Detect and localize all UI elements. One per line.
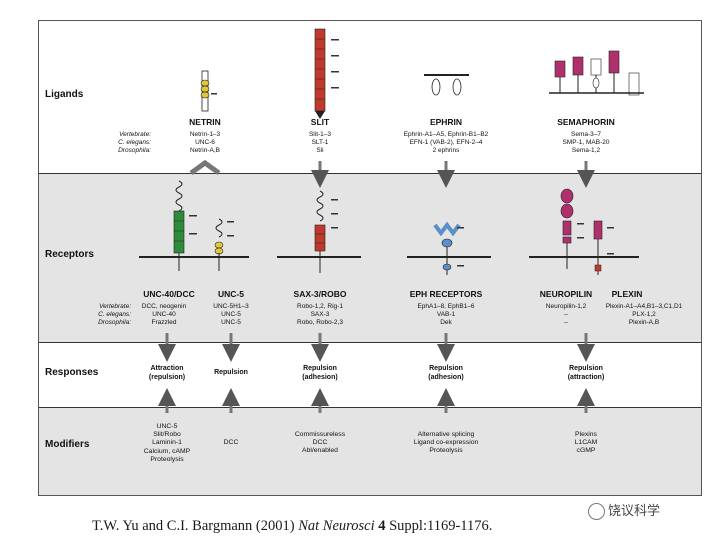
ligand-names-slit: Slit-1–3 SLT-1 Sli [308, 131, 332, 154]
neuropilin-receptor [560, 188, 584, 269]
diagram-frame: Ligands Receptors Responses Modifiers [38, 20, 702, 496]
citation: T.W. Yu and C.I. Bargmann (2001) Nat Neu… [92, 518, 492, 535]
receptor-response-arrows [158, 333, 595, 362]
receptor-names-unc40: DCC, neogenin UNC-40 Frazzled [141, 303, 187, 326]
ligand-title-ephrin: EPHRIN [429, 117, 463, 127]
watermark-text: 饶议科学 [608, 503, 661, 518]
receptor-names-plexin: Plexin-A1–A4,B1–3,C1,D1 PLX-1,2 Plexin-A… [605, 303, 683, 326]
species-vertebrate: Vertebrate: [119, 131, 151, 138]
unc40-receptor [173, 180, 197, 271]
receptor-title-unc40: UNC-40/DCC [143, 289, 195, 299]
ligand-names-netrin: Netrin-1–3 UNC-6 Netrin-A,B [189, 131, 221, 154]
wechat-icon [588, 503, 605, 521]
response-eph: Repulsion (adhesion) [428, 365, 464, 381]
netrin-molecule [200, 70, 217, 112]
modifier-response-arrows [158, 388, 595, 413]
citation-volume: 4 [374, 518, 386, 534]
modifiers-robo: Commissureless DCC Abl/enabled [294, 431, 346, 455]
eph-receptor [433, 221, 464, 275]
species-drosophila: Drosophila: [118, 147, 151, 154]
receptor-names-neuropilin: Neuropilin-1,2 – – [545, 303, 587, 326]
ligand-names-ephrin: Ephrin-A1–A5, Ephrin-B1–B2 EFN-1 (VAB-2)… [403, 131, 489, 154]
receptor-title-neuropilin: NEUROPILIN [539, 289, 593, 299]
modifiers-unc5: DCC [223, 439, 239, 446]
species-labels-ligands: Vertebrate: C. elegans: Drosophila: [79, 131, 151, 155]
modifiers-eph: Alternative splicing Ligand co-expressio… [413, 431, 479, 455]
citation-pages: Suppl:1169-1176. [385, 518, 493, 534]
ligand-title-slit: SLIT [310, 117, 330, 127]
receptor-title-plexin: PLEXIN [611, 289, 643, 299]
receptor-names-robo: Robo-1,2, Rig-1 SAX-3 Robo, Robo-2,3 [297, 303, 343, 326]
response-robo: Repulsion (adhesion) [302, 365, 338, 381]
ligand-title-semaphorin: SEMAPHORIN [557, 117, 615, 127]
response-netrin-dcc: Attraction (repulsion) [148, 365, 186, 381]
ligands-band [39, 21, 701, 173]
species-elegans: C. elegans: [118, 139, 151, 146]
row-label-responses: Responses [45, 367, 99, 378]
receptor-title-robo: SAX-3/ROBO [293, 289, 347, 299]
robo-receptor [314, 190, 338, 273]
semaphorin-molecule [549, 50, 644, 96]
receptor-title-eph: EPH RECEPTORS [409, 289, 483, 299]
ligand-receptor-arrows [189, 159, 595, 188]
diagram-art [139, 28, 644, 413]
ligand-names-semaphorin: Sema-3–7 SMP-1, MAB-20 Sema-1,2 [562, 131, 610, 154]
modifiers-semaphorin: Plexins L1CAM cGMP [574, 431, 598, 455]
ligand-title-netrin: NETRIN [189, 117, 221, 127]
receptor-names-eph: EphA1–8, EphB1–6 VAB-1 Dek [417, 303, 475, 326]
row-label-modifiers: Modifiers [45, 439, 90, 450]
response-semaphorin: Repulsion (attraction) [567, 365, 605, 381]
ephrin-molecule [424, 74, 469, 96]
modifiers-netrin: UNC-5 Slit/Robo Laminin-1 Calcium, cAMP … [143, 423, 191, 463]
species-labels-receptors: Vertebrate: C. elegans: Drosophila: [98, 303, 131, 326]
unc5-receptor [214, 218, 234, 271]
row-label-ligands: Ligands [45, 89, 84, 100]
slit-molecule [314, 28, 339, 119]
receptor-names-unc5: UNC-5H1–3 UNC-5 UNC-5 [213, 303, 249, 326]
modifiers-band [39, 407, 701, 495]
watermark: 饶议科学 [588, 500, 661, 521]
plexin-receptor [593, 220, 614, 275]
citation-journal: Nat Neurosci [298, 518, 375, 534]
receptor-title-unc5: UNC-5 [218, 289, 244, 299]
response-unc5: Repulsion [214, 369, 248, 376]
row-label-receptors: Receptors [45, 249, 94, 260]
citation-authors: T.W. Yu and C.I. Bargmann (2001) [92, 518, 299, 534]
